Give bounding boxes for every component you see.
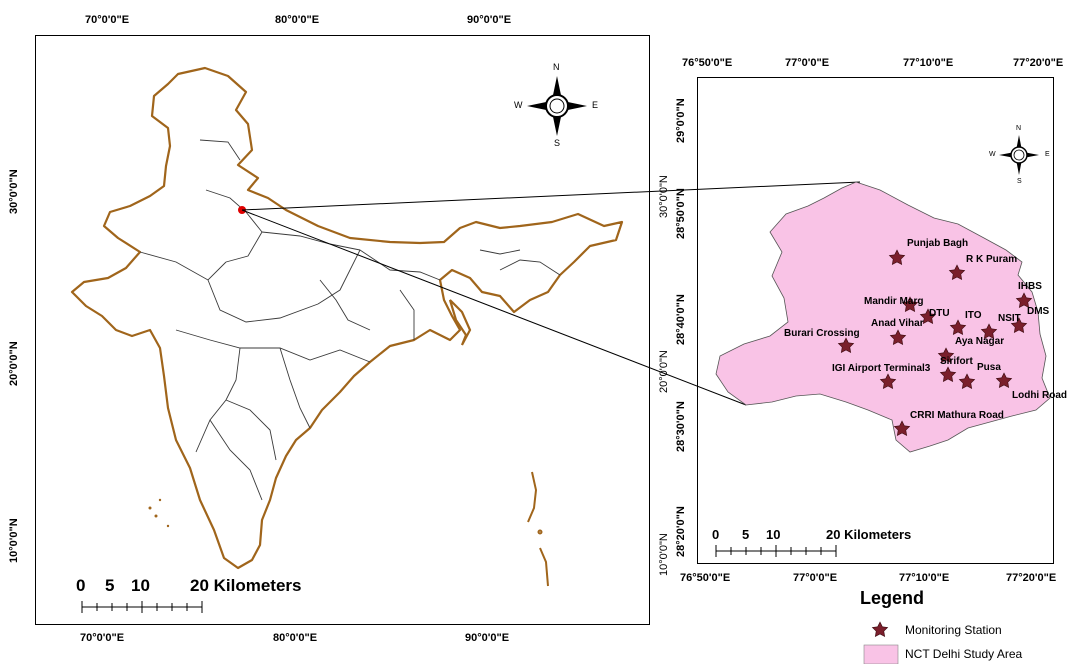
state-borders xyxy=(139,139,561,501)
station-label: DTU xyxy=(929,308,950,319)
compass-icon xyxy=(527,76,587,136)
inset-bottom-lon: 77°20'0"E xyxy=(1006,572,1057,584)
station-label: Aya Nagar xyxy=(955,336,1005,347)
andaman-islands xyxy=(527,471,549,587)
station-label: NSIT xyxy=(998,313,1021,324)
inset-top-lon: 77°20'0"E xyxy=(1013,57,1064,69)
legend-item-study-area: NCT Delhi Study Area xyxy=(905,647,1023,661)
inset-compass-s: S xyxy=(1017,178,1022,185)
stations-layer xyxy=(837,249,1033,437)
bottom-lon-label: 70°0'0"E xyxy=(80,632,125,644)
station-label: DMS xyxy=(1027,306,1050,317)
compass-icon xyxy=(999,135,1039,175)
station-star-icon xyxy=(948,264,966,281)
india-outline xyxy=(70,66,624,570)
delhi-map-frame xyxy=(697,77,1054,564)
scale-tick-label: 10 xyxy=(131,576,150,595)
scale-bar xyxy=(715,545,837,557)
station-star-icon xyxy=(837,337,855,354)
inset-top-lon: 77°10'0"E xyxy=(903,57,954,69)
station-star-icon xyxy=(1015,292,1033,309)
station-star-icon xyxy=(901,296,919,313)
scale-tick-label: 0 xyxy=(712,527,720,542)
scale-bar xyxy=(81,601,203,613)
scale-tick-label: 5 xyxy=(742,527,750,542)
station-star-icon xyxy=(879,373,897,390)
legend-item-monitoring-station: Monitoring Station xyxy=(905,623,1002,637)
connector-line xyxy=(241,181,861,211)
station-star-icon xyxy=(949,319,967,336)
scale-tick-label: 10 xyxy=(766,527,781,542)
compass-n: N xyxy=(553,62,560,72)
station-star-icon xyxy=(980,323,998,340)
station-label: R K Puram xyxy=(966,254,1018,265)
inset-top-lon: 77°0'0"E xyxy=(785,57,830,69)
scale-tick-label: 20 Kilometers xyxy=(826,527,912,542)
star-icon xyxy=(871,621,889,638)
inset-compass-e: E xyxy=(1045,151,1050,158)
station-label: Sirifort xyxy=(940,356,973,367)
station-star-icon xyxy=(893,420,911,437)
bottom-lon-label: 90°0'0"E xyxy=(465,632,510,644)
station-label: Burari Crossing xyxy=(784,328,860,339)
inset-top-lon: 76°50'0"E xyxy=(682,57,733,69)
station-label: Mandir Marg xyxy=(864,296,924,307)
india-map-frame xyxy=(35,35,650,625)
station-label: Punjab Bagh xyxy=(907,238,969,249)
top-lon-label: 90°0'0"E xyxy=(467,14,512,26)
scale-tick-label: 0 xyxy=(76,576,86,595)
station-star-icon xyxy=(888,249,906,266)
inset-compass-n: N xyxy=(1016,125,1022,132)
inset-bottom-lon: 77°0'0"E xyxy=(793,572,838,584)
station-star-icon xyxy=(995,372,1013,389)
station-star-icon xyxy=(958,373,976,390)
station-star-icon xyxy=(919,308,937,325)
scale-tick-label: 20 Kilometers xyxy=(190,576,302,595)
station-star-icon xyxy=(1010,317,1028,334)
area-swatch xyxy=(863,644,899,664)
compass-w: W xyxy=(514,100,523,110)
inset-bottom-lon: 76°50'0"E xyxy=(680,572,731,584)
station-label: ITO xyxy=(965,310,982,321)
station-label: IGI Airport Terminal3 xyxy=(832,363,931,374)
station-star-icon xyxy=(939,366,957,383)
station-star-icon xyxy=(889,329,907,346)
scale-tick-label: 5 xyxy=(105,576,115,595)
compass-s: S xyxy=(554,138,561,148)
station-label: Lodhi Road xyxy=(1012,390,1067,401)
compass-e: E xyxy=(592,100,599,110)
inset-compass-w: W xyxy=(989,151,996,158)
bottom-lon-label: 80°0'0"E xyxy=(273,632,318,644)
inset-bottom-lon: 77°10'0"E xyxy=(899,572,950,584)
station-label: IHBS xyxy=(1018,281,1042,292)
lakshadweep-islands xyxy=(148,498,170,528)
station-label: CRRI Mathura Road xyxy=(910,410,1004,421)
station-label: Pusa xyxy=(977,362,1001,373)
northeast-outline xyxy=(448,299,472,346)
station-label: Anad Vihar xyxy=(871,318,924,329)
top-lon-label: 80°0'0"E xyxy=(275,14,320,26)
legend-title: Legend xyxy=(860,588,925,608)
connector-line xyxy=(241,209,747,406)
top-lon-label: 70°0'0"E xyxy=(85,14,130,26)
station-star-icon xyxy=(937,347,955,364)
